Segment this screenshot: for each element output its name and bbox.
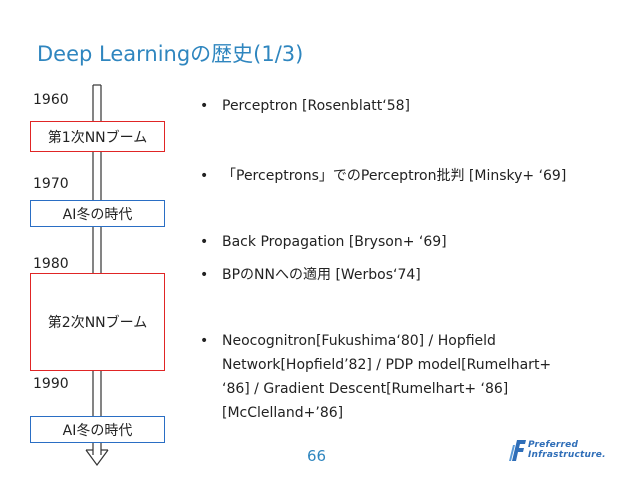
year-1970: 1970 (33, 176, 69, 192)
bullet-dot: • (200, 333, 209, 349)
bullet-text-line1: Neocognitron[Fukushima‘80] / Hopfield (222, 333, 496, 349)
period-ai-winter-1: AI冬の時代 (30, 200, 165, 227)
bullet-dot: • (200, 234, 209, 250)
period-second-nn-boom: 第2次NNブーム (30, 273, 165, 371)
period-ai-winter-2: AI冬の時代 (30, 416, 165, 443)
bullet-text-line3: ‘86] / Gradient Descent[Rumelhart+ ‘86] (222, 381, 509, 397)
bullet-text: Back Propagation [Bryson+ ‘69] (222, 234, 447, 250)
bullet-text: Perceptron [Rosenblatt‘58] (222, 98, 410, 114)
bullet-text: BPのNNへの適用 [Werbos‘74] (222, 267, 421, 283)
page-number: 66 (307, 447, 327, 465)
bullet-dot: • (200, 98, 209, 114)
bullet-dot: • (200, 168, 209, 184)
company-logo: Preferred Infrastructure. (508, 437, 606, 467)
slide-title: Deep Learningの歴史(1/3) (37, 42, 304, 66)
bullet-text: 「Perceptrons」でのPerceptron批判 [Minsky+ ‘69… (222, 168, 567, 184)
logo-text-line2: Infrastructure. (528, 450, 606, 460)
year-1990: 1990 (33, 376, 69, 392)
period-first-nn-boom: 第1次NNブーム (30, 121, 165, 152)
year-1960: 1960 (33, 92, 69, 108)
bullet-text-line2: Network[Hopfield’82] / PDP model[Rumelha… (222, 357, 552, 373)
logo-text-line1: Preferred (528, 440, 579, 450)
bullet-dot: • (200, 267, 209, 283)
year-1980: 1980 (33, 256, 69, 272)
logo-mark-icon (509, 440, 526, 461)
bullet-text-line4: [McClelland+’86] (222, 405, 344, 421)
